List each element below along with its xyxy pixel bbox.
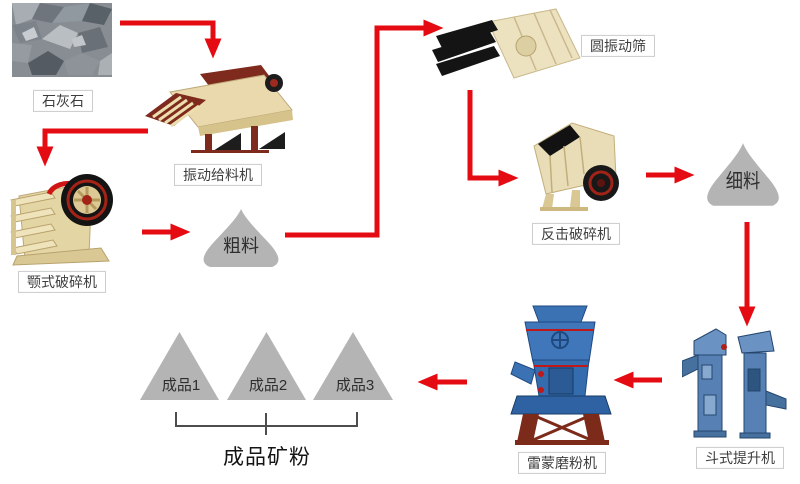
fine-pile-label: 细料	[726, 169, 760, 191]
bucket-elevator-image	[682, 325, 788, 446]
arrow-coarse-to-screen	[285, 19, 444, 238]
product-2-label: 成品2	[249, 377, 287, 394]
arrow-limestone-to-feeder	[120, 20, 222, 59]
product-3-label: 成品3	[336, 377, 374, 394]
raymond-mill-image	[497, 302, 625, 449]
vibrating-feeder-label: 振动给料机	[174, 163, 262, 187]
jaw-crusher-image	[5, 160, 117, 268]
product-triangle-1: 成品1	[140, 332, 219, 400]
vibrating-feeder-image	[143, 60, 300, 155]
product-triangle-3: 成品3	[313, 332, 393, 400]
fine-material-pile: 细料	[698, 142, 788, 209]
coarse-pile-label: 粗料	[223, 236, 259, 256]
jaw-crusher-label: 颚式破碎机	[18, 270, 106, 294]
impact-crusher-label: 反击破碎机	[532, 222, 620, 246]
final-product-label: 成品矿粉	[223, 446, 311, 469]
product-triangle-2: 成品2	[227, 332, 306, 400]
vibrating-screen-label: 圆振动筛	[581, 34, 655, 58]
product-1-label: 成品1	[162, 377, 200, 394]
limestone-label: 石灰石	[33, 89, 93, 113]
vibrating-screen-image	[430, 6, 582, 84]
coarse-material-pile: 粗料	[194, 208, 288, 270]
impact-crusher-image	[516, 116, 632, 216]
arrow-feeder-to-jaw-crusher	[36, 128, 148, 167]
raymond-mill-label: 雷蒙磨粉机	[518, 451, 606, 475]
bucket-elevator-label: 斗式提升机	[696, 446, 784, 470]
limestone-photo-image	[12, 3, 112, 77]
grouping-bracket	[175, 412, 358, 435]
arrow-screen-to-impact-crusher	[467, 90, 519, 187]
